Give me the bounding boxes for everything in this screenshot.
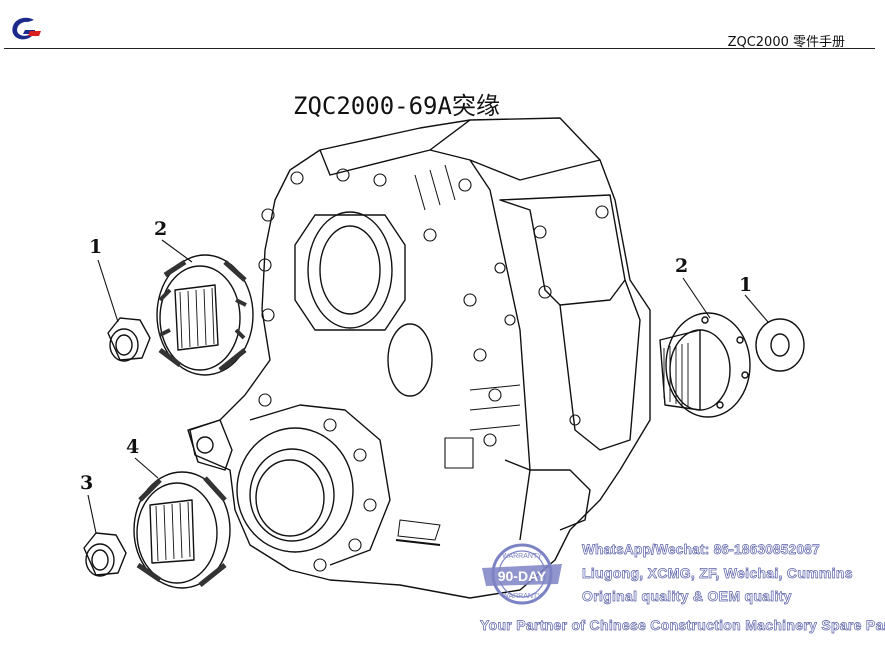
watermark-slogan: Your Partner of Chinese Construction Mac… xyxy=(480,617,885,634)
manual-title: ZQC2000 零件手册 xyxy=(727,35,845,50)
watermark-brands: Liugong, XCMG, ZF, Weichai, Cummins xyxy=(582,565,853,582)
callout-leaders xyxy=(87,239,769,534)
watermark-contact: WhatsApp/Wechat: 86-18630852087 xyxy=(582,542,820,558)
svg-text:WARRANTY: WARRANTY xyxy=(502,593,542,600)
warranty-badge-icon: 90-DAY WARRANTY WARRANTY xyxy=(482,543,562,605)
svg-text:90-DAY: 90-DAY xyxy=(498,568,547,584)
drawing-title: ZQC2000-69A突缘 xyxy=(293,92,500,120)
lower-left-friction-plate xyxy=(133,471,231,589)
upper-left-friction-plate xyxy=(156,254,254,376)
company-logo-icon xyxy=(12,17,41,40)
right-flange xyxy=(659,312,751,418)
callout-1-upper-left: 1 xyxy=(89,236,103,258)
callout-4: 4 xyxy=(126,436,140,458)
right-washer xyxy=(755,318,805,372)
callout-2-upper-left: 2 xyxy=(154,218,168,240)
callout-2-right: 2 xyxy=(675,255,689,277)
transmission-housing xyxy=(187,117,651,599)
header-divider xyxy=(4,48,875,49)
callout-3: 3 xyxy=(80,472,94,494)
callout-1-right: 1 xyxy=(739,274,753,296)
watermark-quality: Original quality & OEM quality xyxy=(582,588,792,605)
svg-text:WARRANTY: WARRANTY xyxy=(502,553,542,560)
upper-left-nut xyxy=(107,317,151,362)
lower-left-nut xyxy=(83,532,127,577)
